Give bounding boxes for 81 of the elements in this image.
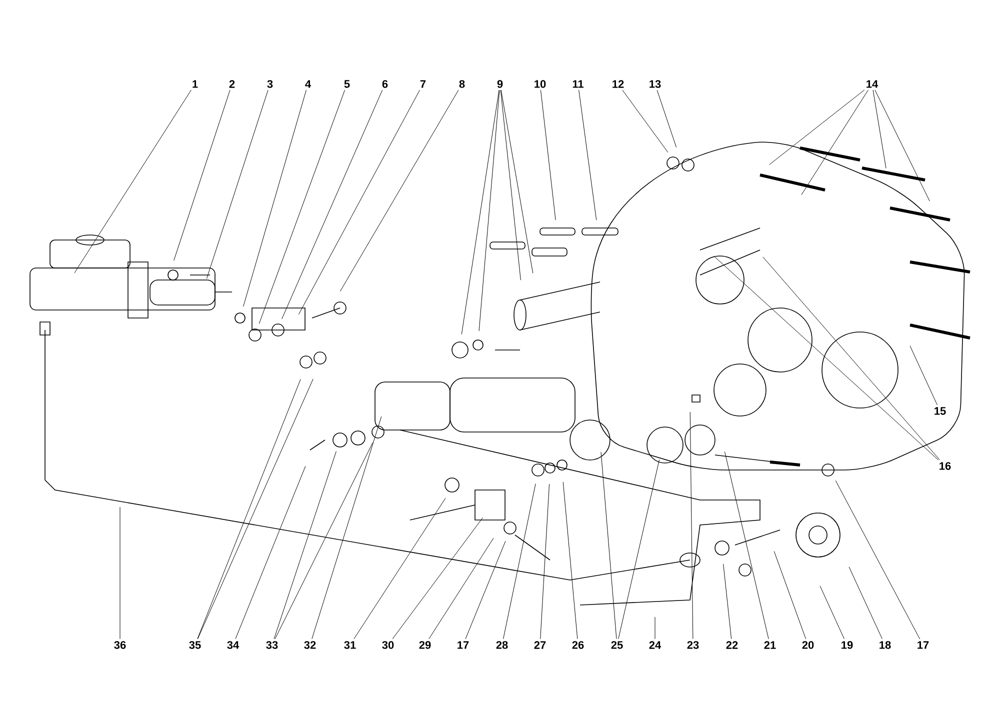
leader-line [769, 90, 865, 165]
callout-number: 24 [649, 641, 662, 649]
leader-line [503, 483, 536, 640]
callout-number: 11 [572, 80, 584, 88]
callout-number: 34 [227, 641, 240, 649]
leader-line [562, 482, 578, 640]
leader-line [243, 90, 307, 307]
leader-line [578, 90, 597, 220]
leader-line [801, 90, 868, 196]
callout-number: 26 [572, 641, 584, 649]
leader-line [274, 451, 336, 640]
callout-number: 1 [192, 80, 198, 88]
callout-number: 7 [420, 80, 426, 88]
leader-line [174, 90, 230, 261]
leader-line [618, 459, 660, 640]
leader-line [461, 90, 500, 335]
callout-number: 27 [534, 641, 546, 649]
leader-line [723, 564, 732, 640]
callout-number: 4 [305, 80, 311, 88]
callout-number: 19 [842, 641, 853, 649]
callout-number: 33 [266, 641, 278, 649]
callout-number: 22 [726, 641, 738, 649]
callout-number: 17 [918, 641, 929, 649]
leader-line [282, 90, 383, 320]
leader-line [848, 566, 882, 640]
leader-line [654, 616, 656, 640]
leader-line [74, 90, 192, 274]
callout-number: 3 [267, 80, 273, 88]
leader-line [206, 90, 268, 279]
leader-line [235, 466, 306, 640]
callout-number: 29 [419, 641, 431, 649]
leader-line [500, 90, 521, 280]
callout-number: 6 [382, 80, 388, 88]
callout-number: 10 [534, 80, 546, 88]
leader-line [762, 256, 940, 460]
callout-number: 2 [229, 80, 235, 88]
leader-line [340, 90, 459, 292]
leader-line [774, 551, 806, 640]
callout-number: 31 [344, 641, 356, 649]
leader-line [298, 90, 420, 315]
callout-number: 5 [344, 80, 350, 88]
leader-line [540, 484, 550, 640]
leader-line [622, 90, 668, 153]
callout-number: 13 [650, 80, 661, 88]
leader-line [910, 346, 938, 406]
leader-line [258, 90, 346, 324]
leader-line [274, 442, 373, 640]
callout-number: 15 [934, 407, 946, 415]
callout-number: 36 [114, 641, 126, 649]
leader-line [478, 90, 500, 332]
leader-line [724, 451, 769, 640]
leader-line [354, 498, 446, 640]
leader-line [428, 538, 494, 640]
callout-number: 8 [459, 80, 465, 88]
callout-number: 32 [304, 641, 316, 649]
leader-line [312, 416, 382, 640]
callout-number: 12 [612, 80, 624, 88]
leader-line [500, 90, 534, 274]
callout-number: 18 [880, 641, 891, 649]
callout-number: 25 [611, 641, 623, 649]
callout-number: 16 [940, 462, 951, 470]
leader-line [690, 412, 694, 640]
callout-number: 9 [497, 80, 503, 88]
callout-number: 14 [866, 80, 878, 88]
leader-line [872, 90, 886, 168]
callout-number: 35 [189, 641, 201, 649]
leader-line [835, 480, 920, 640]
callout-number: 17 [458, 641, 469, 649]
callout-number: 21 [764, 641, 776, 649]
leader-line [600, 452, 617, 640]
callout-number: 30 [382, 641, 394, 649]
leader-line [465, 540, 506, 640]
leader-line [820, 586, 844, 640]
leader-line [656, 90, 677, 148]
leader-line [714, 256, 939, 460]
leader-line [540, 90, 556, 220]
callout-number: 23 [687, 641, 699, 649]
callout-number: 28 [496, 641, 508, 649]
leader-line [392, 517, 484, 640]
callout-number: 20 [802, 641, 814, 649]
leader-line [874, 90, 930, 202]
